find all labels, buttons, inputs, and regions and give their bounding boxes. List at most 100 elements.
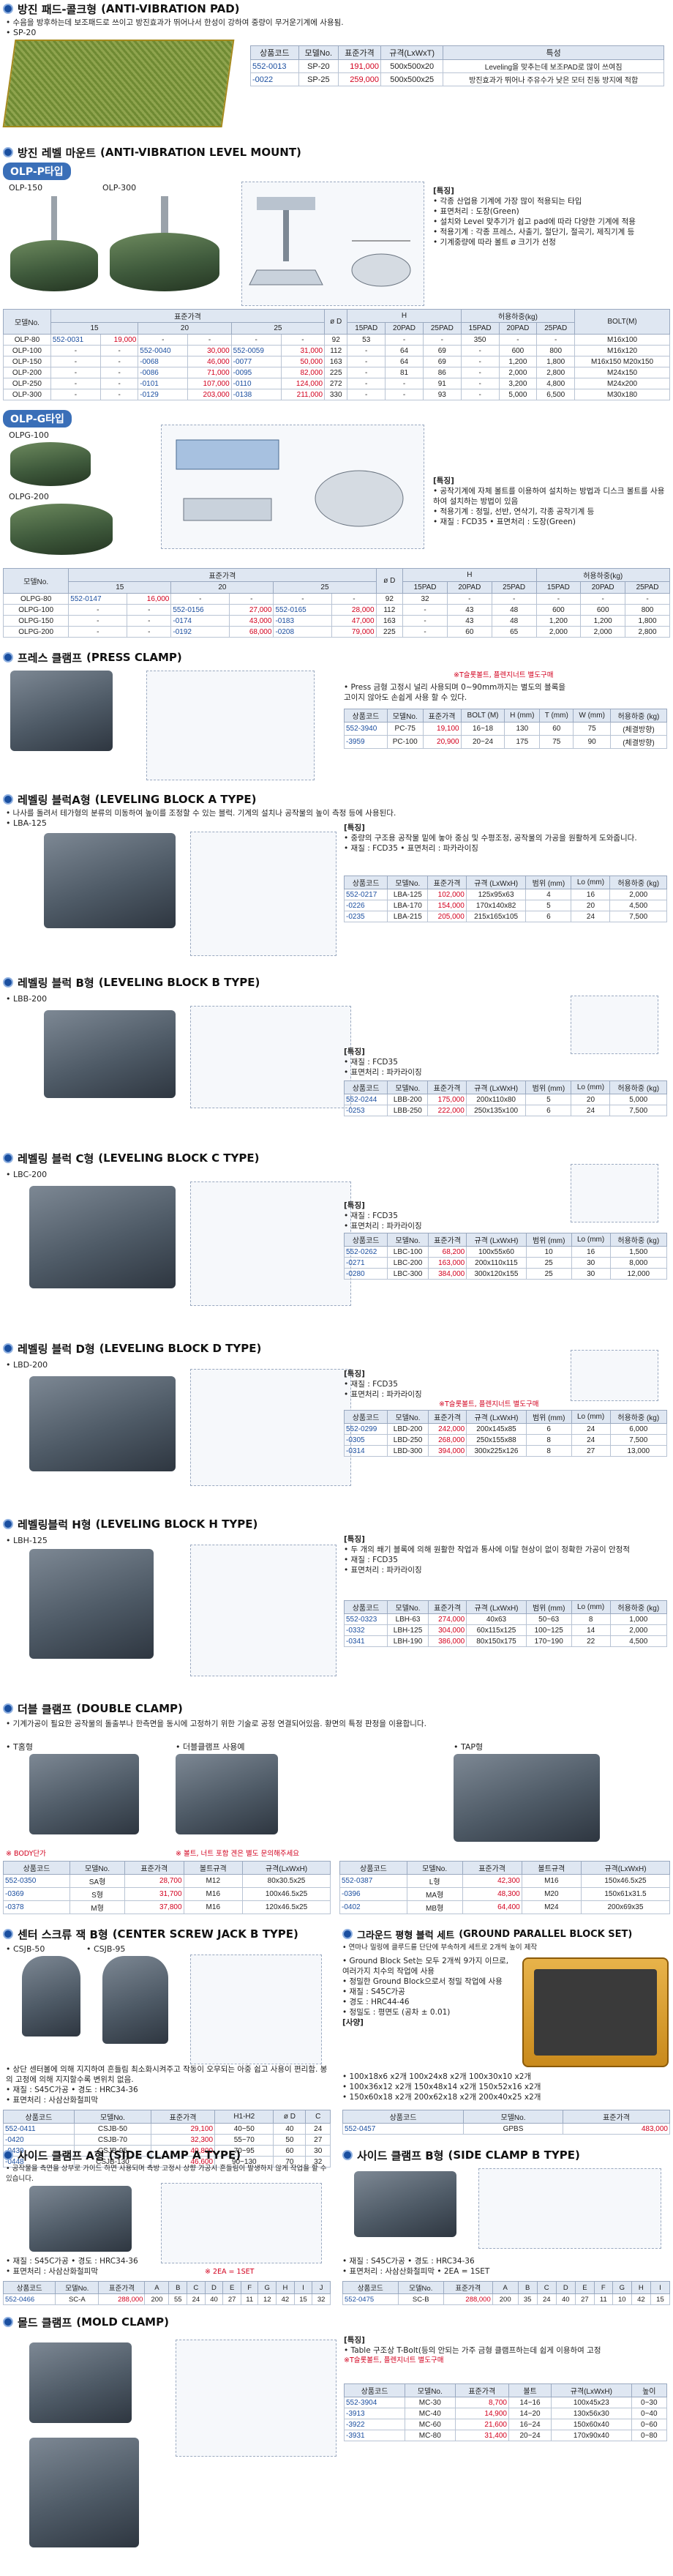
cell: -0068 (138, 356, 189, 367)
cell: 20 (571, 900, 611, 911)
feature-line: • 적용기계 : 각종 프레스, 사출기, 절단기, 절곡기, 제직기계 등 (433, 228, 635, 236)
spec-line: • 150x60x18 x2개 200x62x18 x2개 200x40x25 … (342, 2093, 541, 2102)
th: 허용하중(kg) (460, 309, 576, 323)
cell: 65 (491, 626, 537, 638)
title-ko: 그라운드 평형 블럭 세트 (357, 1930, 455, 1941)
th: 표준가격 (427, 876, 467, 889)
cell: 5 (525, 900, 572, 911)
cell: - (460, 378, 500, 389)
cell: 91 (422, 378, 462, 389)
title-ko: 레벨링 블럭 C형 (18, 1151, 94, 1165)
image-label: • CSJB-50 (6, 1944, 45, 1954)
cell: 16,000 (127, 593, 172, 605)
cell: - (50, 345, 101, 356)
bullet-icon (3, 1343, 13, 1354)
cell: 5,000 (498, 389, 538, 400)
description: • 수음을 방후하는데 보조패드로 쓰이고 방진효과가 뛰어나서 한성이 강하여… (6, 18, 344, 27)
cell: 30 (571, 1257, 611, 1269)
cell: 552-0165 (273, 604, 333, 616)
th: 모델No. (73, 2110, 152, 2124)
cell: 11 (240, 2293, 259, 2305)
cell: 1,200 (580, 615, 626, 627)
cell: 242,000 (427, 1423, 467, 1435)
cell: LBD-250 (387, 1434, 429, 1446)
feature-line: • 표면처리 : 사삼산화철피막 • 2EA = 1SET (342, 2267, 490, 2276)
feature-line: • 표면처리 : 파카라이징 (344, 1566, 422, 1575)
cell: 42 (631, 2293, 651, 2305)
feature-line: • 적용기계 : 정밀, 선반, 연삭기, 각종 공작기계 등 (433, 507, 595, 516)
cell: 150x60x40 (551, 2419, 632, 2430)
cell: 90~130 (214, 2156, 274, 2168)
th: 허용하중(kg) (535, 568, 671, 582)
cell: LBB-200 (387, 1094, 429, 1105)
bullet-icon (342, 1929, 353, 1939)
cell: 10 (525, 1246, 572, 1258)
section-header: 몰드 클램프(MOLD CLAMP) (0, 2313, 673, 2331)
th: H (631, 2281, 651, 2294)
th: Lo (mm) (571, 1233, 611, 1247)
cell: - (187, 334, 232, 346)
cell: 24 (571, 1423, 611, 1435)
th: 25PAD (625, 581, 670, 594)
cell: 86 (422, 367, 462, 378)
th: 상품코드 (342, 2281, 399, 2294)
model-label: • LBH-125 (6, 1536, 48, 1545)
cell: OLP-300 (3, 389, 51, 400)
cell: 112 (375, 604, 404, 616)
side-clamp-a-diagram (161, 2183, 322, 2263)
cell: CSJB-130 (73, 2156, 152, 2168)
cell: 5 (525, 1094, 572, 1105)
th: 모델No. (55, 2281, 99, 2294)
cell: M24 (521, 1900, 582, 1914)
specs: • 100x18x6 x2개 100x24x8 x2개 100x30x10 x2… (342, 2072, 672, 2102)
cell: 154,000 (427, 900, 467, 911)
features-title: [특징] (344, 824, 365, 832)
image-label: OLP-300 (102, 183, 137, 193)
cell: - (460, 345, 500, 356)
th: 25PAD (491, 581, 537, 594)
cell: MC-40 (405, 2408, 456, 2419)
cell: 200x145x85 (466, 1423, 527, 1435)
feature-line: • 재질 : FCD35 (344, 1556, 398, 1564)
cell: 30,000 (187, 345, 232, 356)
cell: -3913 (343, 2408, 406, 2419)
cell: - (50, 356, 101, 367)
cell: 552-0040 (138, 345, 189, 356)
title-ko: 방진 패드-콜크형 (18, 2, 97, 16)
cell: 55 (168, 2293, 188, 2305)
title-en: (PRESS CLAMP) (86, 651, 182, 664)
th: 상품코드 (344, 709, 388, 723)
cell: - (385, 389, 424, 400)
cell: 288,000 (443, 2293, 493, 2305)
cell: 27,000 (229, 604, 274, 616)
th: 15PAD (460, 322, 500, 335)
cell: 552-0262 (343, 1246, 388, 1258)
th: F (593, 2281, 613, 2294)
model-label: • LBB-200 (6, 994, 48, 1004)
section-header: 레벨링 블럭 D형(LEVELING BLOCK D TYPE) (0, 1340, 673, 1357)
th: D (204, 2281, 224, 2294)
feature-line: • 재질 : S45C가공 (342, 1987, 405, 1996)
cell: 31,700 (124, 1887, 184, 1901)
cell: OLP-80 (3, 334, 51, 346)
image-label: OLP-150 (9, 183, 43, 193)
cell: 552-0411 (3, 2123, 75, 2135)
th: 표준가격 (68, 568, 377, 582)
cell: 42,300 (462, 1874, 522, 1888)
section-header: 레벨링블럭 H형(LEVELING BLOCK H TYPE) (0, 1515, 673, 1533)
cell: 12,000 (609, 1268, 668, 1280)
cell: 259,000 (337, 72, 382, 86)
th: 상품코드 (2, 2281, 56, 2294)
cell: OLPG-150 (2, 615, 69, 627)
cell: 40 (204, 2293, 224, 2305)
cell: 225 (324, 367, 348, 378)
cell: 200x69x35 (580, 1900, 671, 1914)
cell: -0378 (3, 1900, 70, 1914)
